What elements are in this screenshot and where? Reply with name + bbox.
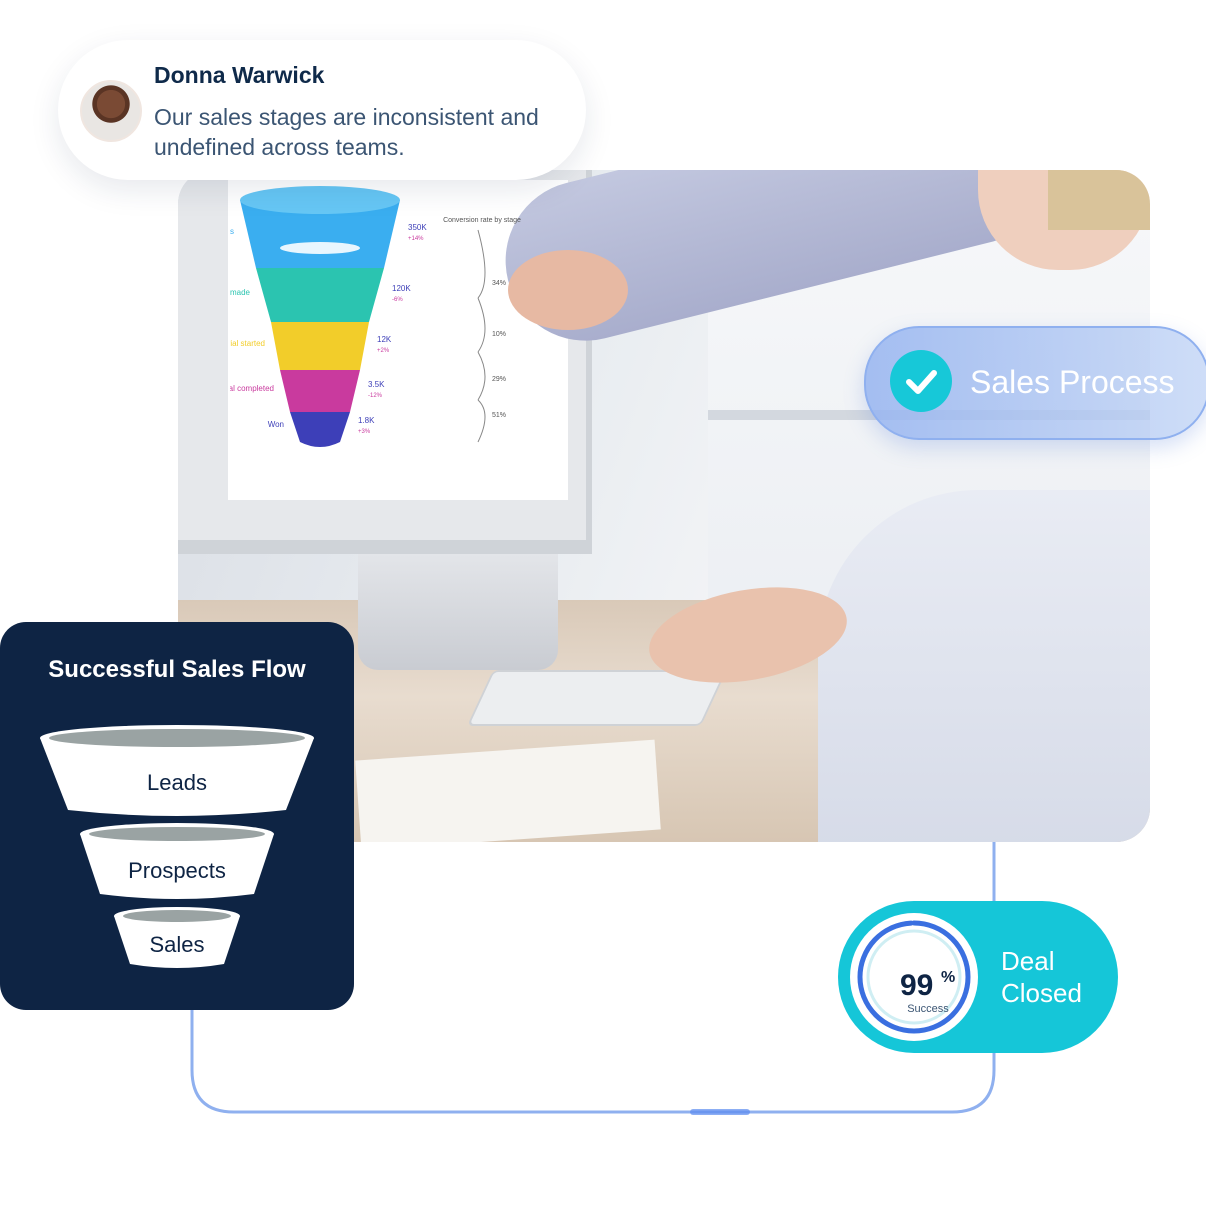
- pointing-hand: [508, 250, 628, 330]
- sales-process-label: Sales Process: [970, 364, 1175, 400]
- screen-funnel-stage-label: Won: [268, 420, 284, 429]
- screen-funnel-rim: [240, 186, 400, 214]
- testimonial-bubble: Donna Warwick Our sales stages are incon…: [58, 40, 586, 180]
- screen-conversion-rate: 51%: [492, 412, 506, 419]
- screen-funnel-stage: [280, 370, 360, 417]
- screen-funnel-change: -6%: [392, 297, 403, 303]
- testimonial-quote: Our sales stages are inconsistent and un…: [154, 104, 539, 160]
- avatar: [80, 80, 142, 142]
- screen-funnel-value: 120K: [392, 284, 411, 293]
- success-caption: Success: [907, 1003, 949, 1015]
- screen-funnel-stage: [271, 322, 369, 375]
- sales-flow-card: Successful Sales Flow Leads Prospects Sa…: [0, 622, 354, 1010]
- tier-label-prospects: Prospects: [128, 858, 226, 883]
- monitor-funnel-chart: New leads 350K +14% Contact made 120K -6% Tria…: [230, 186, 521, 447]
- funnel-tier-leads: [40, 738, 314, 816]
- monitor-stand: [358, 550, 558, 670]
- screen-funnel-highlight: [280, 242, 360, 254]
- success-percent: 99: [900, 969, 934, 1002]
- screen-funnel-value: 3.5K: [368, 380, 385, 389]
- screen-conversion-arrow: [477, 351, 486, 401]
- check-icon: [890, 350, 952, 412]
- funnel-tier-prospects: [80, 834, 274, 899]
- screen-funnel-stage: [290, 412, 350, 447]
- sales-flow-funnel: [40, 725, 314, 968]
- screen-funnel-stage-label: New leads: [230, 227, 234, 236]
- funnel-tier-sales: [114, 916, 240, 968]
- success-gauge: 99 % Success: [850, 913, 978, 1041]
- testimonial-name: Donna Warwick: [154, 62, 325, 88]
- screen-conversion-title: Conversion rate by stage: [443, 217, 521, 224]
- screen-conversion-rate: 34%: [492, 280, 506, 287]
- screen-conversion-arrow: [477, 297, 486, 353]
- screen-funnel-stage-label: Contact made: [230, 288, 251, 297]
- screen-funnel-stage-label: Trial started: [230, 339, 265, 348]
- screen-funnel-stage: [240, 200, 400, 273]
- screen-funnel-change: +3%: [358, 429, 371, 435]
- tier-label-sales: Sales: [149, 932, 205, 957]
- deal-closed-label: Deal Closed: [1001, 946, 1082, 1008]
- screen-funnel-change: -12%: [368, 393, 383, 399]
- screen-conversion-arrow: [477, 399, 486, 443]
- tier-label-leads: Leads: [147, 770, 207, 795]
- screen-conversion-rate: 29%: [492, 376, 506, 383]
- screen-conversion-arrow: [477, 229, 486, 299]
- sales-process-badge: Sales Process: [864, 326, 1206, 440]
- screen-funnel-change: +14%: [408, 236, 424, 242]
- screen-funnel-stage: [256, 268, 384, 327]
- success-gauge-arc: [857, 920, 971, 1034]
- person-seated: [818, 490, 1150, 842]
- screen-funnel-stage-label: Trial completed: [230, 384, 274, 393]
- person-hair: [1048, 170, 1150, 230]
- screen-funnel-value: 350K: [408, 223, 427, 232]
- sales-flow-title: Successful Sales Flow: [48, 656, 306, 683]
- deal-closed-badge: 99 % Success Deal Closed: [838, 901, 1118, 1053]
- screen-funnel-change: +2%: [377, 348, 390, 354]
- screen-funnel-value: 1.8K: [358, 416, 375, 425]
- success-percent-symbol: %: [941, 969, 956, 986]
- screen-funnel-value: 12K: [377, 335, 392, 344]
- screen-conversion-rate: 10%: [492, 331, 506, 338]
